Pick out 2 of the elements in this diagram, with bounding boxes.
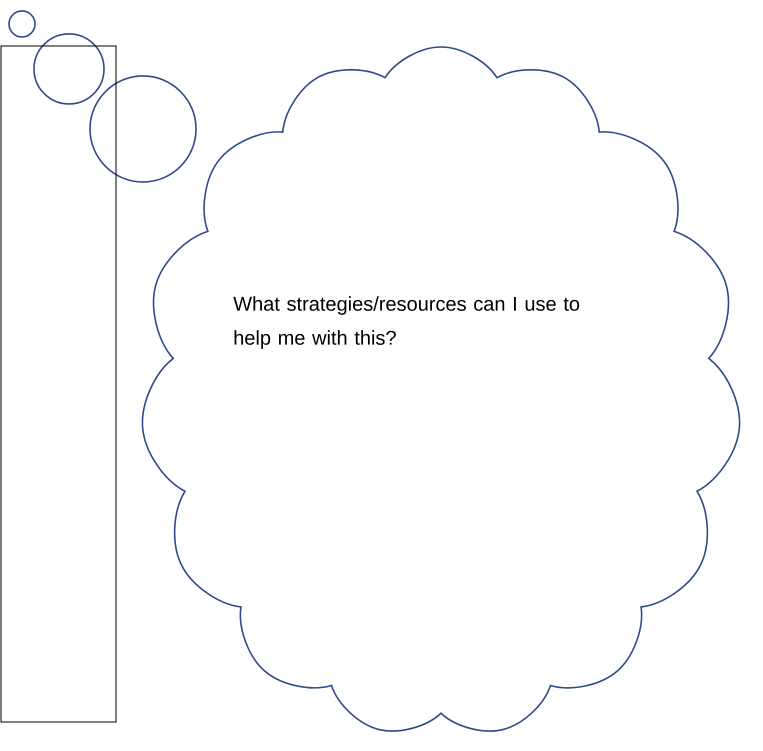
cloud-text: What strategies/resources can I use to help me with this?	[233, 296, 580, 349]
empty-box	[0, 46, 116, 722]
